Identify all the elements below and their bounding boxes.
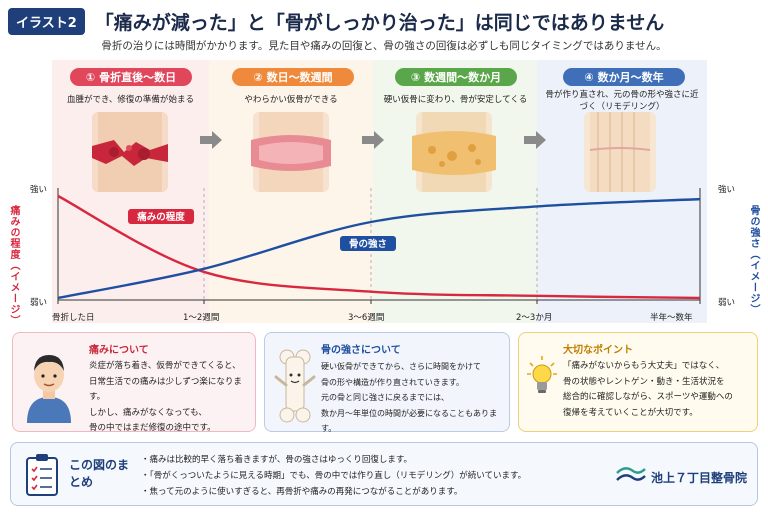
stage-2-description: やわらかい仮骨ができる (244, 95, 338, 105)
page-subtitle: 骨折の治りには時間がかかります。見た目や痛みの回復と、骨の強さの回復は必ずしも同… (101, 40, 667, 52)
clipboard-checklist-icon (26, 454, 58, 496)
pain-info-card: 痛みについて 炎症が落ち着き、仮骨ができてくると、 日常生活での痛みは少しずつ楽… (12, 332, 256, 433)
point-card-line: 復帰を考えていくことが大切です。 (563, 407, 698, 418)
header: イラスト2 「痛みが減った」と「骨がしっかり治った」は同じではありません (8, 6, 760, 36)
strength-card-line: 骨の形や構造が作り直されていきます。 (321, 377, 464, 387)
stage-1-label: ① 骨折直後～数日 (70, 68, 192, 86)
bone-soft-callus-illustration (251, 112, 331, 192)
pain-curve-label: 痛みの程度 (136, 211, 185, 223)
y-right-low-tick: 弱い (718, 298, 736, 308)
pain-card-line: 炎症が落ち着き、仮骨ができてくると、 (89, 361, 241, 371)
summary-item: 痛みは比較的早く落ち着きますが、骨の強さはゆっくり回復します。 (141, 452, 526, 468)
illustration-badge: イラスト2 (8, 7, 85, 35)
stage-3-description: 硬い仮骨に変わり、骨が安定してくる (383, 95, 528, 105)
stage-4-label: ④ 数か月～数年 (563, 68, 685, 86)
y-left-high-tick: 強い (30, 185, 48, 195)
x-tick-3-6-weeks: 3～6週間 (348, 313, 385, 323)
important-point-card: 大切なポイント 「痛みがないからもう大丈夫」ではなく、 骨の状態やレントゲン・動… (518, 332, 758, 432)
pain-card-line: しかし、痛みがなくなっても、 (89, 407, 207, 418)
bone-mascot-icon (274, 349, 316, 423)
x-tick-fracture-day: 骨折した日 (52, 313, 95, 323)
strength-card-line: 数か月～年単位の時間が必要になることもあります。 (321, 408, 497, 434)
strength-card-title: 骨の強さについて (321, 345, 401, 356)
progress-arrow-3 (524, 131, 546, 149)
x-tick-2-3-months: 2～3か月 (516, 313, 553, 323)
stage-4-description: 骨が作り直され、元の骨の形や強さに近づく（リモデリング） (545, 90, 699, 112)
strength-card-line: 硬い仮骨ができてから、さらに時間をかけて (321, 362, 481, 371)
lightbulb-icon (527, 356, 557, 393)
summary-title: この図のまとめ (69, 458, 130, 489)
x-tick-1-2-weeks: 1～2週間 (183, 313, 220, 323)
stage-2-label: ② 数日～数週間 (232, 68, 354, 86)
point-card-line: 総合的に確認しながら、スポーツや運動への (563, 392, 733, 402)
pain-card-line: 骨の中ではまだ修復の途中です。 (89, 423, 216, 433)
strength-curve-label: 骨の強さ (349, 238, 387, 250)
summary-item: 焦って元のように使いすぎると、再骨折や痛みの再発につながることがあります。 (141, 484, 526, 500)
summary-box: この図のまとめ 痛みは比較的早く落ち着きますが、骨の強さはゆっくり回復します。 … (10, 442, 758, 506)
page-title: 「痛みが減った」と「骨がしっかり治った」は同じではありません (94, 11, 665, 34)
point-card-line: 骨の状態やレントゲン・動き・生活状況を (563, 376, 725, 387)
strength-card-text: 硬い仮骨ができてから、さらに時間をかけて 骨の形や構造が作り直されていきます。 … (321, 359, 509, 437)
progress-arrow-1 (200, 131, 222, 149)
point-card-title: 大切なポイント (563, 345, 633, 356)
point-card-line: 「痛みがないからもう大丈夫」ではなく、 (563, 361, 725, 371)
stage-1-description: 血腫ができ、修復の準備が始まる (67, 95, 194, 105)
clinic-name: 池上７丁目整骨院 (651, 471, 748, 485)
stage-3-label: ③ 数週間～数か月 (395, 68, 517, 86)
clinic-logo-icon (616, 467, 646, 481)
bone-remodeling-illustration (584, 112, 656, 192)
strength-curve-label-box (340, 236, 396, 251)
bone-hard-callus-illustration (412, 112, 496, 192)
summary-item: 「骨がくっついたように見える時期」でも、骨の中では作り直し（リモデリング）が続い… (141, 468, 527, 484)
strength-info-card: 骨の強さについて 硬い仮骨ができてから、さらに時間をかけて 骨の形や構造が作り直… (264, 332, 510, 433)
point-card-text: 「痛みがないからもう大丈夫」ではなく、 骨の状態やレントゲン・動き・生活状況を … (563, 359, 757, 421)
person-icon (27, 355, 71, 423)
y-right-high-tick: 強い (718, 185, 736, 195)
bone-hematoma-illustration (92, 112, 168, 192)
pain-card-title: 痛みについて (89, 345, 149, 356)
x-tick-half-year-years: 半年～数年 (650, 313, 693, 323)
pain-curve-label-box (128, 209, 194, 224)
y-axis-right-label: 骨の強さ（イメージ） (748, 205, 759, 315)
pain-card-line: 日常生活での痛みは少しずつ楽になります。 (89, 376, 242, 403)
strength-card-line: 元の骨と同じ強さに戻るまでには、 (321, 393, 449, 402)
pain-card-text: 炎症が落ち着き、仮骨ができてくると、 日常生活での痛みは少しずつ楽になります。 … (89, 359, 253, 437)
y-axis-left-label: 痛みの程度（イメージ） (8, 205, 19, 326)
y-left-low-tick: 弱い (30, 298, 48, 308)
progress-arrow-2 (362, 131, 384, 149)
summary-list: 痛みは比較的早く落ち着きますが、骨の強さはゆっくり回復します。 「骨がくっついた… (141, 452, 527, 500)
